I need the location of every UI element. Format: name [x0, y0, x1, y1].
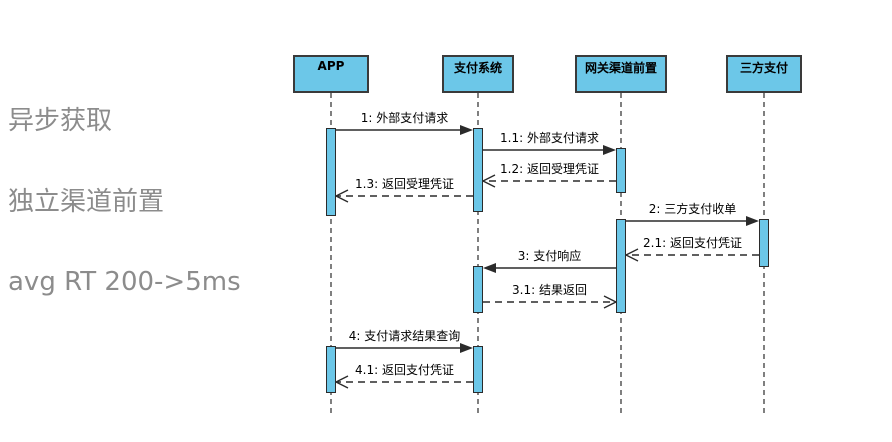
- activation-bar: [759, 219, 769, 267]
- arrowhead-open: [481, 174, 496, 188]
- message-label: 3: 支付响应: [517, 249, 582, 263]
- arrowhead-filled: [460, 343, 473, 353]
- arrowhead-filled: [603, 145, 616, 155]
- actor-third-party-payment: 三方支付: [726, 55, 802, 93]
- arrowhead-filled: [460, 125, 473, 135]
- actor-payment-system: 支付系统: [442, 55, 514, 93]
- message-label: 4.1: 返回支付凭证: [355, 363, 454, 377]
- arrowhead-open: [624, 248, 639, 262]
- annotation-avg-rt: avg RT 200->5ms: [8, 267, 241, 297]
- message-label: 1: 外部支付请求: [360, 111, 449, 125]
- arrowhead-filled: [746, 216, 759, 226]
- arrowhead-filled: [483, 263, 496, 273]
- message-label: 3.1: 结果返回: [512, 283, 587, 297]
- annotation-independent-channel-front: 独立渠道前置: [8, 187, 165, 217]
- message-label: 1.3: 返回受理凭证: [355, 177, 454, 191]
- actor-gateway-channel-front: 网关渠道前置: [575, 55, 667, 93]
- message-label: 2.1: 返回支付凭证: [643, 236, 742, 250]
- message-label: 1.2: 返回受理凭证: [500, 162, 599, 176]
- actor-app: APP: [293, 55, 369, 93]
- annotation-async-fetch: 异步获取: [8, 106, 113, 136]
- activation-bar: [326, 346, 336, 393]
- activation-bar: [616, 219, 626, 313]
- message-label: 4: 支付请求结果查询: [348, 329, 461, 343]
- activation-bar: [473, 128, 483, 212]
- activation-bar: [473, 346, 483, 393]
- arrowhead-open: [334, 375, 349, 389]
- message-label: 2: 三方支付收单: [648, 202, 737, 216]
- arrowhead-open: [334, 189, 349, 203]
- message-label: 1.1: 外部支付请求: [500, 131, 599, 145]
- activation-bar: [473, 266, 483, 313]
- activation-bar: [616, 148, 626, 193]
- activation-bar: [326, 128, 336, 216]
